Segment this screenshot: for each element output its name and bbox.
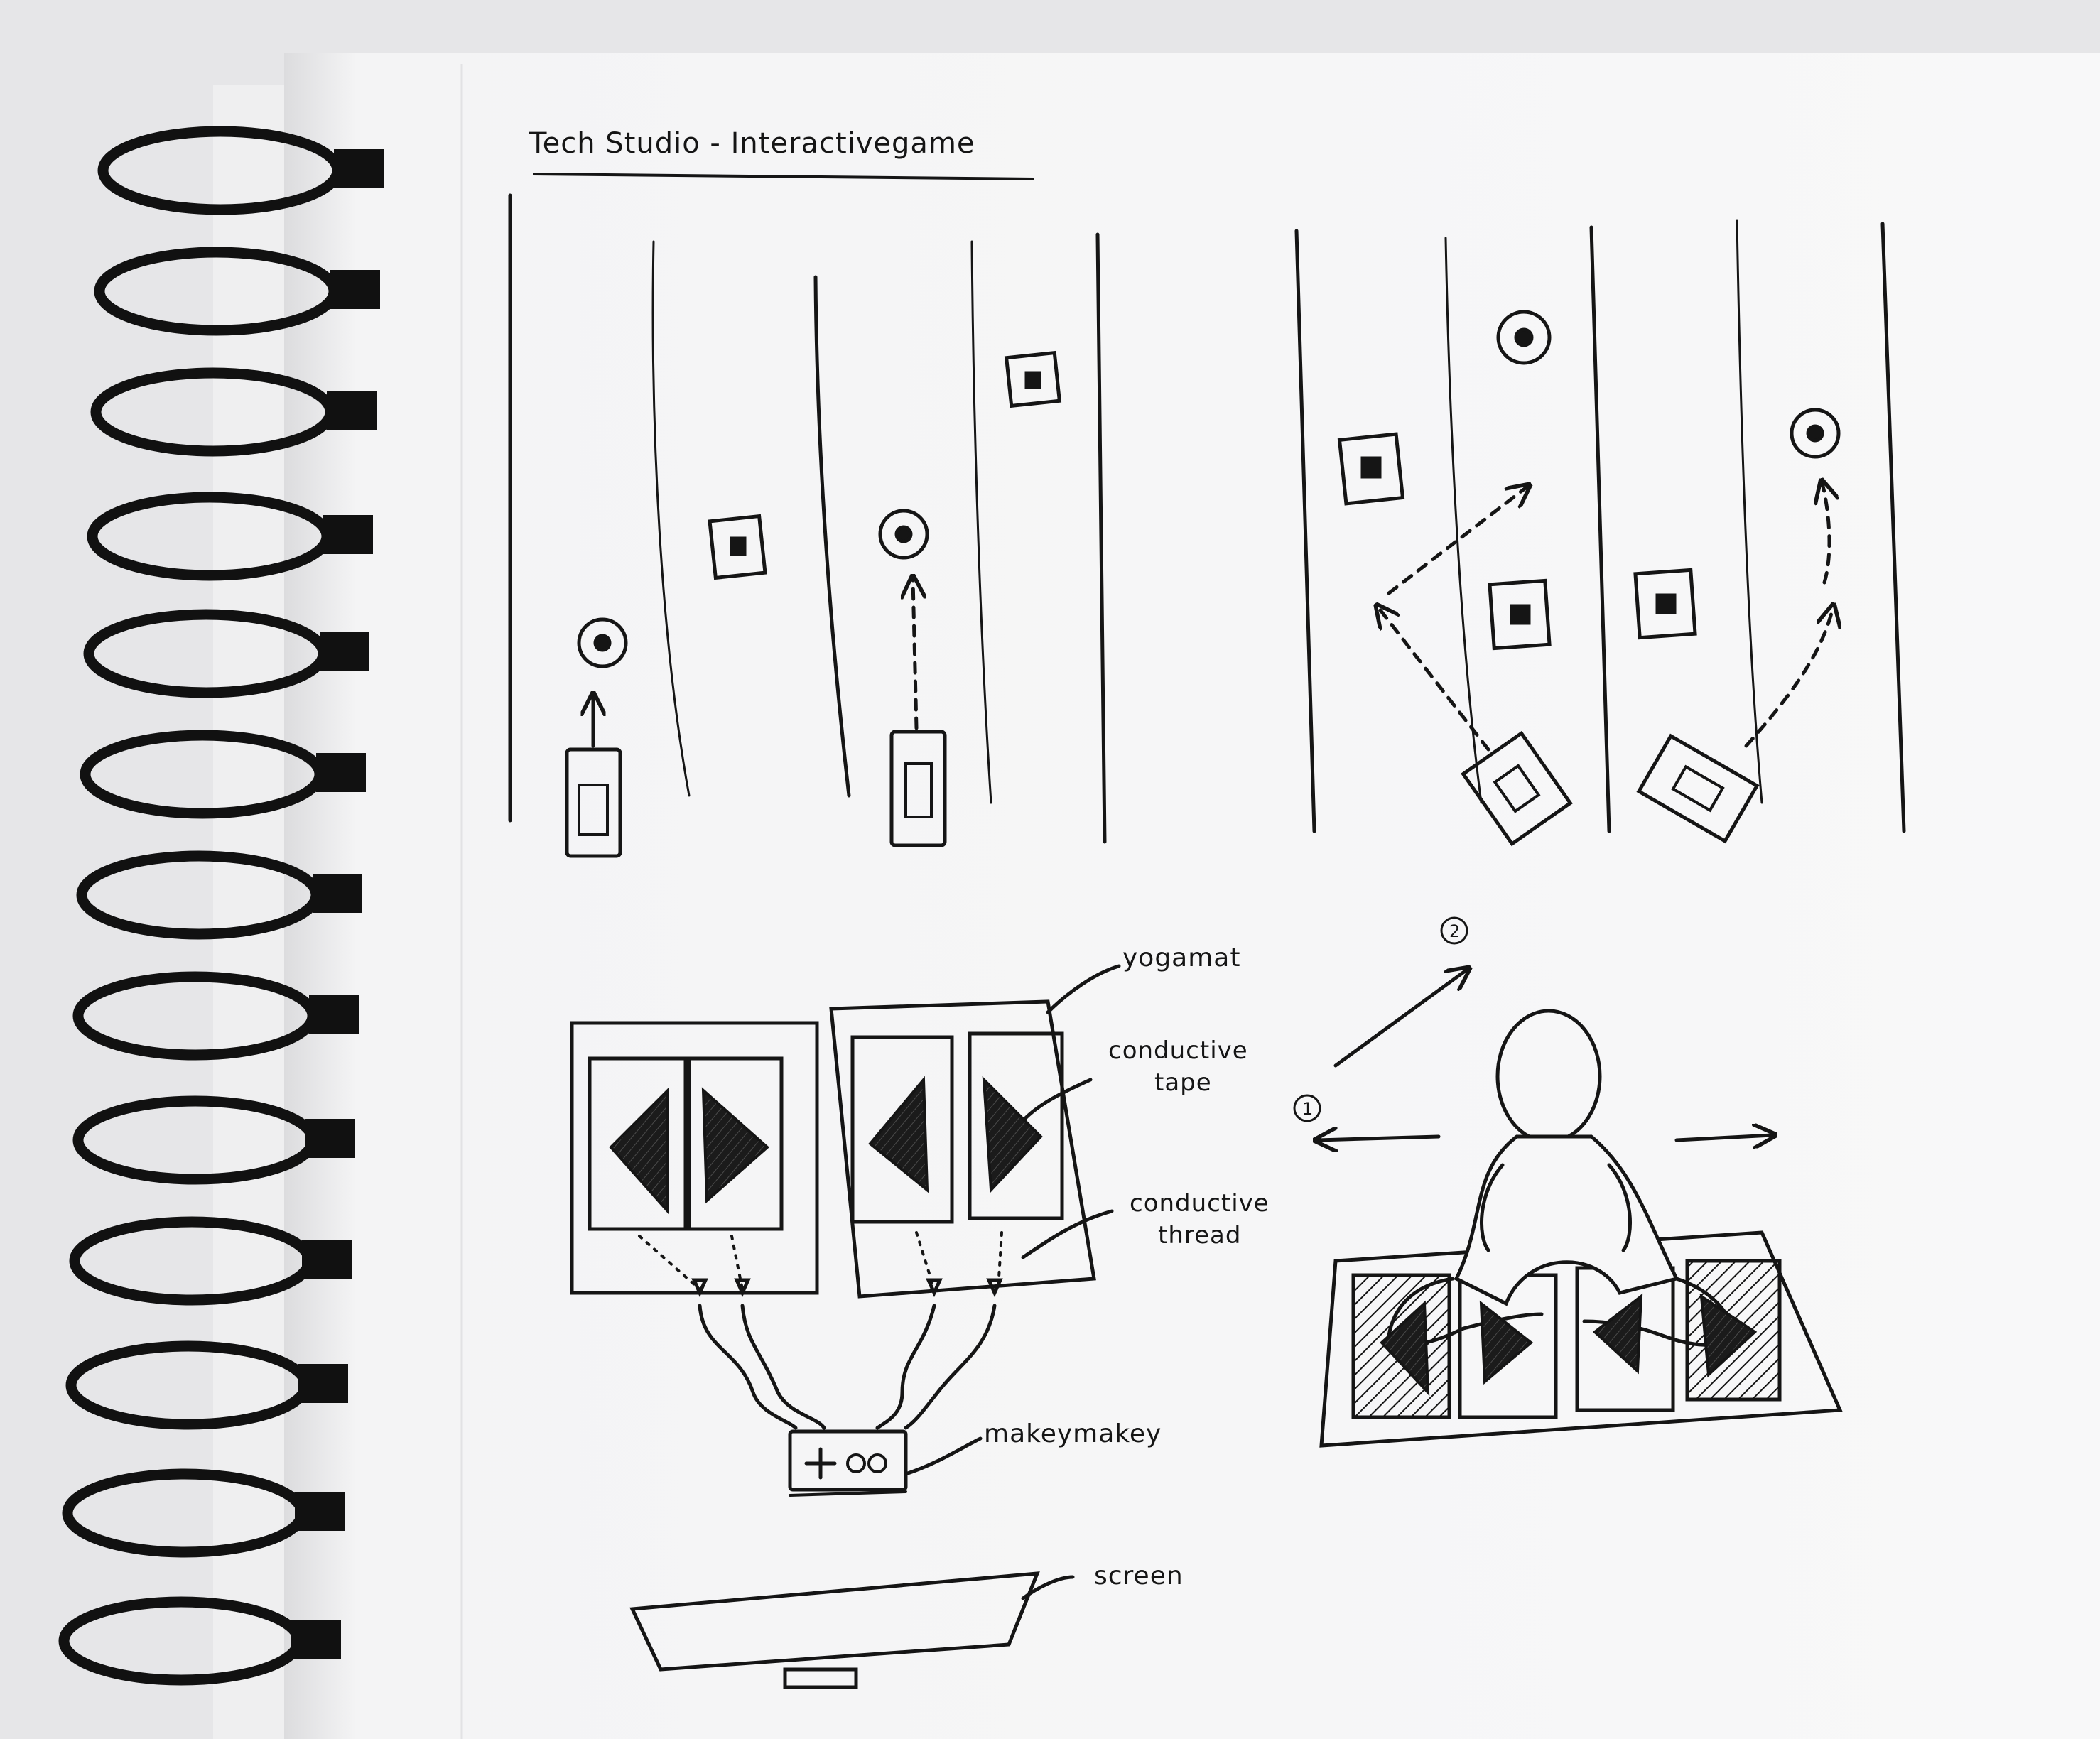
right-arrow-icon <box>1699 1294 1758 1378</box>
player-card-icon <box>565 747 622 858</box>
lane-game-sketch-left <box>508 193 1107 858</box>
spiral-ring <box>58 1596 341 1686</box>
move-arrow <box>1674 1135 1772 1140</box>
step-2-marker <box>1440 916 1468 945</box>
left-arrow-icon <box>609 1087 669 1215</box>
conductive-pad <box>850 1035 954 1224</box>
square-target-icon <box>1337 432 1405 506</box>
spiral-ring <box>69 1216 352 1306</box>
player-card-icon <box>889 730 947 847</box>
move-arrow <box>913 579 916 730</box>
circle-target-icon <box>1790 408 1841 459</box>
spiral-ring <box>76 850 362 940</box>
step-1-marker <box>1293 1094 1321 1122</box>
sketch-title: Tech Studio - Interactivegame <box>529 127 975 160</box>
player-on-mat-sketch <box>1293 916 1843 1448</box>
spiral-ring <box>97 126 384 215</box>
screen-drawing <box>629 1571 1040 1672</box>
makey-makey-board <box>788 1429 908 1492</box>
spiral-ring <box>80 730 366 819</box>
circle-target-icon <box>577 617 628 668</box>
square-target-icon <box>1488 578 1552 651</box>
circle-target-icon <box>878 509 929 560</box>
lane-game-sketch-right <box>1294 219 1906 847</box>
square-target-icon <box>708 514 767 580</box>
move-arrow <box>1333 970 1467 1068</box>
conductive-pad <box>588 1056 688 1231</box>
label-step-2: 2 <box>1449 921 1461 941</box>
label-makey-makey: makeymakey <box>984 1419 1162 1448</box>
conductive-pad <box>687 1056 784 1231</box>
left-arrow-icon <box>1592 1293 1643 1375</box>
square-target-icon <box>1633 568 1697 640</box>
spiral-ring <box>87 492 373 581</box>
label-screen: screen <box>1094 1561 1184 1591</box>
spiral-ring <box>90 367 377 457</box>
spiral-ring <box>72 971 359 1061</box>
figure-body <box>1454 1134 1679 1306</box>
right-arrow-icon <box>982 1076 1043 1193</box>
move-arrow <box>1378 607 1490 752</box>
player-card-icon <box>1461 730 1573 847</box>
label-conductive-thread-2: thread <box>1158 1221 1241 1250</box>
yoga-mat <box>829 999 1096 1299</box>
controller-setup-sketch <box>570 964 1121 1689</box>
move-arrow <box>1822 483 1829 585</box>
yoga-mat <box>570 1021 819 1295</box>
left-arrow-icon <box>868 1076 929 1193</box>
circle-target-icon <box>1496 310 1552 365</box>
move-arrow <box>1318 1137 1441 1140</box>
paper-page <box>284 53 2100 1739</box>
spiral-ring <box>72 1095 355 1185</box>
title-underline <box>532 173 1034 180</box>
label-yoga-mat: yogamat <box>1122 943 1241 973</box>
arrow-pads <box>609 1076 1758 1397</box>
right-arrow-icon <box>701 1087 770 1204</box>
label-step-1: 1 <box>1302 1099 1314 1119</box>
move-arrow <box>1387 487 1527 595</box>
label-conductive-tape-2: tape <box>1154 1068 1212 1097</box>
label-conductive-tape: conductive <box>1108 1036 1248 1065</box>
conductive-pad <box>968 1031 1064 1220</box>
square-target-icon <box>1004 350 1062 408</box>
spiral-ring <box>62 1468 345 1558</box>
spiral-ring <box>94 247 380 336</box>
player-card-icon <box>1636 733 1760 844</box>
spiral-binding <box>58 126 384 1686</box>
label-conductive-thread: conductive <box>1130 1189 1270 1218</box>
spiral-ring <box>65 1340 348 1430</box>
left-arrow-icon <box>1380 1300 1430 1397</box>
figure-head <box>1495 1009 1602 1144</box>
spiral-ring <box>83 609 369 698</box>
move-arrow <box>1744 607 1833 748</box>
right-arrow-icon <box>1479 1300 1534 1385</box>
